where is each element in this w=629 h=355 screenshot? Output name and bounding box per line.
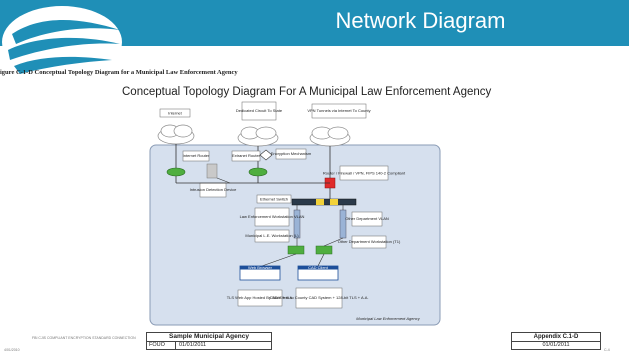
cloud-dedicated-icon [237,126,279,147]
other-vlan-icon [339,209,347,239]
tls-app-label: TLS Web App Hosted By State + A.A. [227,295,294,300]
cad-client-label: CAD Client [308,265,329,270]
workstation-icon [287,245,305,255]
cad-conn-label: CAD Client to County CAD System + 128-bi… [269,295,368,300]
footer-org-box: Sample Municipal Agency FOUO 01/01/2011 [146,332,272,350]
cloud-internet-icon [157,124,195,145]
encryption-icon [259,149,273,161]
municipal-le-label: Municipal L.E. Workstation (L) [245,233,299,238]
agency-panel-label: Municipal Law Enforcement Agency [356,316,420,321]
appendix-label: Appendix C.1-D [512,333,600,342]
extranet-router-label: Extranet Router [232,153,261,158]
internet-router-label: Internet Router [183,153,210,158]
extranet-router-icon [248,167,268,177]
footer-date-left: 01/01/2011 [179,342,207,348]
legend-text: FBI CJIS COMPLIANT ENCRYPTION STANDARD C… [32,336,136,340]
le-vlan-label: Law Enforcement Workstation VLAN [240,214,305,219]
logo [2,6,122,78]
ids-device-icon [206,163,218,179]
footer-date-right: 01/01/2011 [542,342,570,348]
org-name: Sample Municipal Agency [147,333,271,342]
firewall-label: Router / Firewall / VPN, FIPS 140-2 Comp… [323,171,406,176]
fouo-label: FOUO [149,341,176,349]
cloud-vpn-icon [309,126,351,147]
workstation-icon [315,245,333,255]
internet-router-icon [166,167,186,177]
figure-caption: igure C-1-D Conceptual Topology Diagram … [0,69,238,76]
diagram-title: Conceptual Topology Diagram For A Munici… [122,86,492,98]
slide-title: Network Diagram [335,8,506,33]
cloud-dedicated-label: Dedicated Circuit To State [236,108,283,113]
page-number: C-4 [604,348,610,352]
ids-label: Intrusion Detection Device [190,187,237,192]
switch-port-icon [330,199,338,205]
doc-id: 4/01/2010 [4,348,20,352]
other-vlan-label: Other Department VLAN [345,216,389,221]
ethernet-switch-label: Ethernet Switch [260,197,288,202]
web-browser-label: Web Browser [248,265,273,270]
cloud-vpn-label: VPN Tunnels via Internet To County [307,108,370,113]
other-ws-label: Other Department Workstation (T1) [338,239,401,244]
switch-port-icon [316,199,324,205]
footer-appendix-box: Appendix C.1-D 01/01/2011 [511,332,601,350]
cloud-internet-label: Internet [168,111,182,116]
encryption-label: Encryption Mechanism [271,151,312,156]
